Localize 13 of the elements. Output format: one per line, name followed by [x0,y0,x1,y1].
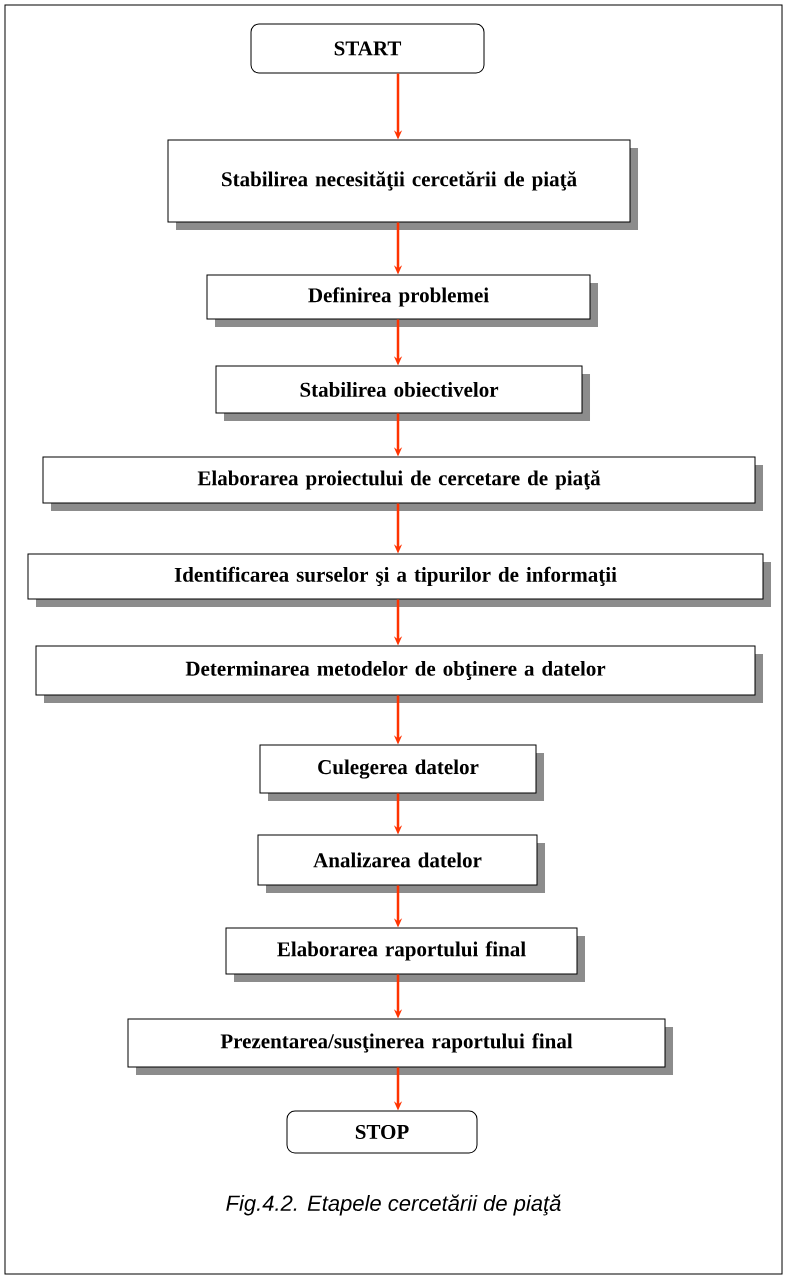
process-box: Stabilirea necesităţii cercetării de piaţă [167,139,638,230]
caption: Fig.4.2. Etapele cercetării de piaţă [226,1194,561,1216]
process-box: Prezentarea/susţinerea raportului final [127,1018,673,1075]
process-box: Identificarea surselor şi a tipurilor de informaţii [27,553,771,607]
process-box: Analizarea datelor [257,834,545,893]
process-box: Elaborarea proiectului de cercetare de piaţă [42,456,763,511]
process-box: Elaborarea raportului final [225,927,585,982]
process-box: Determinarea metodelor de obţinere a datelor [35,645,763,703]
process-box: Definirea problemei [206,274,598,327]
process-box: Stabilirea obiectivelor [215,365,590,421]
process-box: Culegerea datelor [259,744,544,801]
terminal-box: START [250,23,485,74]
terminal-box: STOP [286,1110,478,1154]
